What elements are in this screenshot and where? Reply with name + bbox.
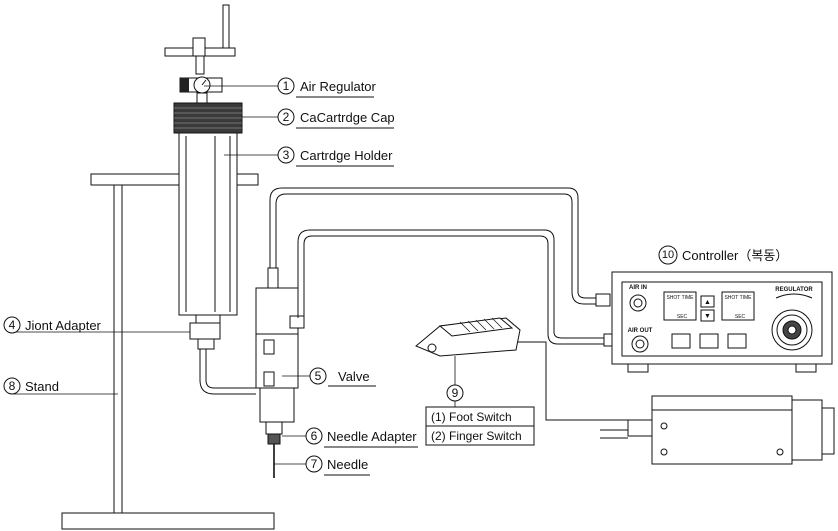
valve-body xyxy=(255,287,299,389)
foot-switch xyxy=(415,317,648,421)
up-button[interactable] xyxy=(700,295,715,308)
leader-lines xyxy=(14,85,456,465)
valve-side-fitting xyxy=(289,315,305,329)
panel-button-2[interactable] xyxy=(699,333,719,349)
callout-number-10: 10 xyxy=(662,249,674,261)
controller-foot-left xyxy=(627,363,649,373)
joint-adapter-top xyxy=(195,314,221,324)
callout-number-7: 7 xyxy=(311,457,318,471)
stand-base xyxy=(61,512,275,530)
cartridge-holder xyxy=(178,132,238,316)
regulator-stem xyxy=(195,55,205,75)
air-in-label: AIR IN xyxy=(629,285,647,291)
air-regulator-label: Air Regulator xyxy=(300,79,377,94)
needle-label: Needle xyxy=(327,457,368,472)
finger-switch-box xyxy=(651,395,793,465)
needle-hub xyxy=(267,433,281,445)
joint-adapter-nut xyxy=(197,338,215,350)
foot-switch-option: (1) Foot Switch xyxy=(431,410,512,424)
callout-switch: 9 (1) Foot Switch (2) Finger Switch xyxy=(425,384,535,446)
finger-switch-unit xyxy=(600,395,835,465)
callout-cartridge-cap: 2 CaCartrdge Cap xyxy=(277,108,395,129)
sec-label-2: SEC xyxy=(735,314,746,320)
callout-stand: 8 Stand xyxy=(3,377,59,395)
valve-assembly xyxy=(255,267,305,478)
down-button[interactable] xyxy=(700,309,715,322)
air-lines xyxy=(269,187,615,347)
sec-label-1: SEC xyxy=(677,314,688,320)
shot-time-display-1 xyxy=(663,291,697,321)
joint-adapter-label: Jiont Adapter xyxy=(25,318,102,333)
cartridge-cap-label: CaCartrdge Cap xyxy=(300,110,395,125)
controller: AIR IN AIR OUT SHOT TIME SEC ▲ ▼ SHOT TI… xyxy=(611,271,833,373)
regulator-arc xyxy=(775,293,813,299)
finger-switch-connector xyxy=(791,399,823,461)
shot-time-label-2: SHOT TIME xyxy=(724,295,752,301)
valve-lower xyxy=(259,387,295,423)
panel-button-1[interactable] xyxy=(671,333,691,349)
down-arrow-icon: ▼ xyxy=(704,313,711,320)
finger-switch-plug xyxy=(627,419,653,437)
shot-time-display-2 xyxy=(721,291,755,321)
needle-adapter-label: Needle Adapter xyxy=(327,429,417,444)
panel-button-3[interactable] xyxy=(727,333,747,349)
callout-number-8: 8 xyxy=(9,379,16,393)
callout-air-regulator: 1 Air Regulator xyxy=(277,77,377,98)
regulator-label: REGULATOR xyxy=(775,287,813,293)
callout-cartridge-holder: 3 Cartrdge Holder xyxy=(277,146,394,167)
needle-adapter xyxy=(265,421,283,435)
cartridge-assembly xyxy=(164,4,256,395)
callout-valve: 5 Valve xyxy=(309,367,376,387)
foot-switch-pedal xyxy=(438,317,514,337)
callout-controller: 10 Controller（복동） xyxy=(658,245,788,265)
callout-joint-adapter: 4 Jiont Adapter xyxy=(3,316,102,334)
cartridge-holder-label: Cartrdge Holder xyxy=(300,148,393,163)
callout-number-9: 9 xyxy=(452,386,459,400)
stand-arm xyxy=(90,173,259,186)
callout-number-1: 1 xyxy=(283,79,290,93)
callout-needle-adapter: 6 Needle Adapter xyxy=(305,427,418,448)
stand xyxy=(61,173,275,530)
callout-number-2: 2 xyxy=(283,110,290,124)
callout-number-3: 3 xyxy=(283,148,290,162)
joint-adapter xyxy=(189,322,221,340)
controller-foot-right xyxy=(795,363,817,373)
controller-label: Controller（복동） xyxy=(682,248,788,263)
callout-needle: 7 Needle xyxy=(305,455,370,476)
regulator-neck xyxy=(196,92,208,104)
callout-number-5: 5 xyxy=(315,369,322,383)
valve-label: Valve xyxy=(338,369,370,384)
valve-inlet xyxy=(263,371,275,387)
stand-label: Stand xyxy=(25,379,59,394)
regulator-knob xyxy=(180,78,189,92)
valve-air-fitting xyxy=(267,267,279,291)
callout-circle-1 xyxy=(277,77,295,95)
stand-pole xyxy=(113,182,123,514)
callout-number-6: 6 xyxy=(311,429,318,443)
foot-switch-hinge xyxy=(427,343,437,353)
shot-time-label-1: SHOT TIME xyxy=(666,295,694,301)
air-out-label: AIR OUT xyxy=(628,328,653,334)
air-in-fitting xyxy=(595,293,611,307)
air-fitting-pipe xyxy=(222,4,230,51)
air-fitting-tee xyxy=(192,37,206,57)
valve-port xyxy=(263,339,275,355)
finger-switch-option: (2) Finger Switch xyxy=(431,429,522,443)
callout-number-4: 4 xyxy=(9,318,16,332)
up-arrow-icon: ▲ xyxy=(704,299,711,306)
